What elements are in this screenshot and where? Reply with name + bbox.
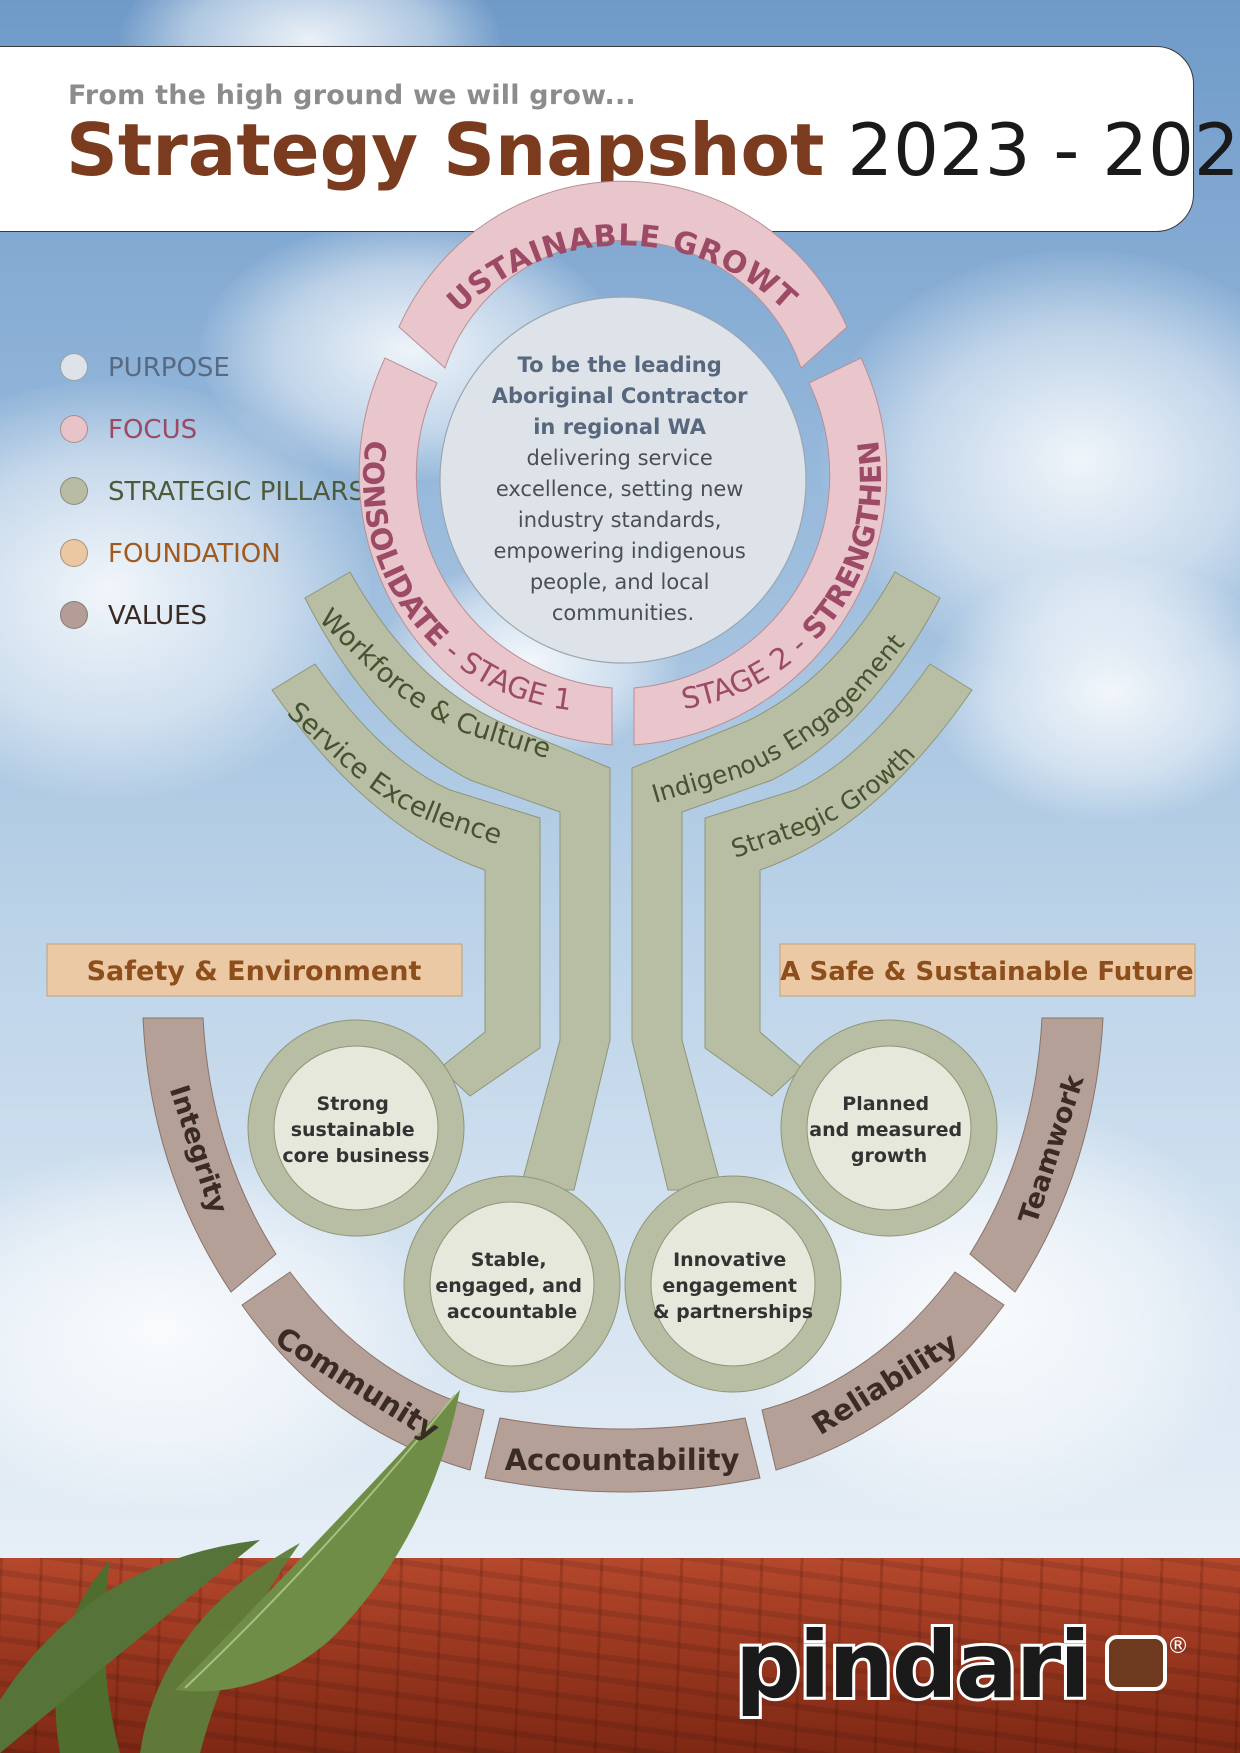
purpose-lead-2: Aboriginal Contractor [492,384,748,408]
header-subtitle: From the high ground we will grow... [68,80,636,111]
sky-background [0,0,1240,1560]
outcome-innovative [650,1201,816,1367]
value-segment-teamwork [969,1017,1104,1293]
purpose-lead-3: in regional WA [533,415,707,439]
outcome-planned [806,1045,972,1211]
purpose-body-6: communities. [552,601,694,625]
title-years: 2023 - 2026 [847,108,1240,192]
legend-dot [60,477,88,505]
outcome-innovative-1: Innovative [673,1249,786,1271]
purpose-body-3: industry standards, [518,508,721,532]
cloud [930,560,1240,820]
legend-item-purpose: PURPOSE [60,350,380,383]
legend-dot [60,353,88,381]
leaf [175,1390,460,1692]
value-segment-integrity [142,1017,277,1293]
outcome-innovative-3: & partnerships [653,1301,813,1323]
value-segment-accountability [484,1417,761,1493]
outcome-stable-1: Stable, [471,1249,547,1271]
leaf [0,1540,260,1753]
logo-wordmark: pindari [735,1615,1089,1719]
eucalyptus-leaves [0,1390,460,1753]
leaf-vein [184,1394,456,1689]
legend-dot [60,601,88,629]
purpose-body-5: people, and local [530,570,710,594]
legend-label: FOCUS [108,415,198,445]
value-segment-reliability [761,1271,1005,1471]
outcome-core-1: Strong [317,1093,389,1115]
foundation-right-bar [779,943,1196,997]
logo-svg: pindari ® [732,1609,1189,1722]
legend-item-focus: FOCUS [60,412,380,445]
outcome-text-innovative: Innovative engagement & partnerships [653,1249,813,1323]
title-main: Strategy Snapshot [66,108,825,192]
legend-dot [60,539,88,567]
logo-mark-block [1105,1635,1167,1691]
purpose-circle [439,296,807,664]
page-title: Strategy Snapshot 2023 - 2026 [66,114,1240,186]
foundation-left-label: Safety & Environment [87,956,422,987]
purpose-lead-1: To be the leading [518,353,722,377]
legend-label: STRATEGIC PILLARS [108,477,365,507]
outcome-planned-1: Planned [842,1093,929,1115]
focus-segment-right [633,357,888,746]
outcome-text-planned: Planned and measured growth [809,1093,968,1167]
purpose-body-2: excellence, setting new [496,477,744,501]
outcome-innovative-2: engagement [662,1275,797,1297]
purpose-text: To be the leading Aboriginal Contractor … [492,353,754,625]
foundation-left-bar [46,943,463,997]
outcome-stable-3: accountable [447,1301,577,1323]
purpose-body-4: empowering indigenous [493,539,745,563]
pillar-branches [271,571,973,1191]
outcome-text-core: Strong sustainable core business [282,1093,429,1167]
values-arc [142,1017,1104,1493]
focus-segment-top [398,180,848,369]
outcome-circles [247,1019,998,1393]
outcome-stable [429,1201,595,1367]
outcome-planned-3: growth [851,1145,927,1167]
legend-item-values: VALUES [60,598,380,631]
legend-label: FOUNDATION [108,539,281,569]
outcome-core-2: sustainable [291,1119,415,1141]
legend-label: PURPOSE [108,353,230,383]
outcome-core-3: core business [282,1145,429,1167]
pindari-logo: pindari ® [732,1609,1195,1725]
value-segment-community [241,1271,485,1471]
focus-ring [358,180,888,746]
outcome-core [273,1045,439,1211]
legend-item-strategic-pillars: STRATEGIC PILLARS [60,474,380,507]
outcome-stable-2: engaged, and [435,1275,582,1297]
focus-segment-left [358,357,613,746]
outcome-planned-2: and measured [809,1119,962,1141]
value-label-accountability: Accountability [505,1443,740,1477]
foundation-right-label: A Safe & Sustainable Future [780,957,1193,987]
legend-label: VALUES [108,601,208,631]
legend-item-foundation: FOUNDATION [60,536,380,569]
legend-dot [60,415,88,443]
logo-registered-mark: ® [1167,1634,1189,1659]
purpose-body-1: delivering service [527,446,713,470]
outcome-text-stable: Stable, engaged, and accountable [435,1249,588,1323]
